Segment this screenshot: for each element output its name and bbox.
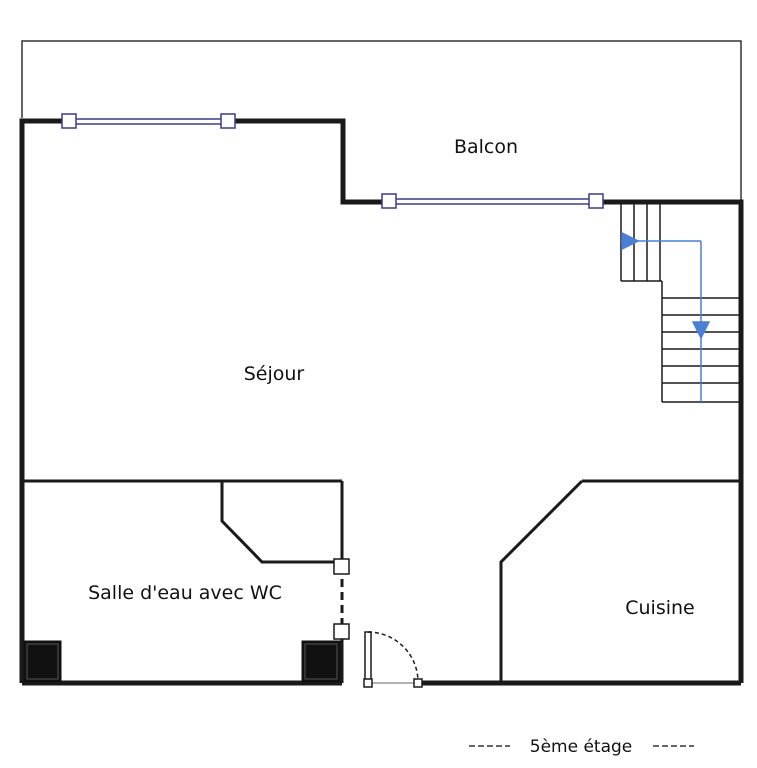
floor-label: 5ème étage (530, 737, 633, 757)
staircase (620, 202, 741, 403)
interior-walls (22, 479, 741, 683)
bathroom-door-markers (333, 558, 350, 640)
floor-caption: 5ème étage (469, 737, 694, 757)
kitchen-label: Cuisine (625, 597, 695, 619)
balcony-outline (21, 40, 742, 200)
pillars (23, 640, 341, 683)
window-balcony (381, 193, 604, 209)
entrance-door (363, 631, 423, 688)
balcony-label: Balcon (454, 136, 518, 158)
exterior-walls (19, 118, 744, 686)
bathroom-label: Salle d'eau avec WC (88, 582, 282, 604)
window-left (61, 113, 236, 129)
living-room-label: Séjour (244, 363, 305, 385)
stair-direction-arrow (621, 231, 711, 402)
